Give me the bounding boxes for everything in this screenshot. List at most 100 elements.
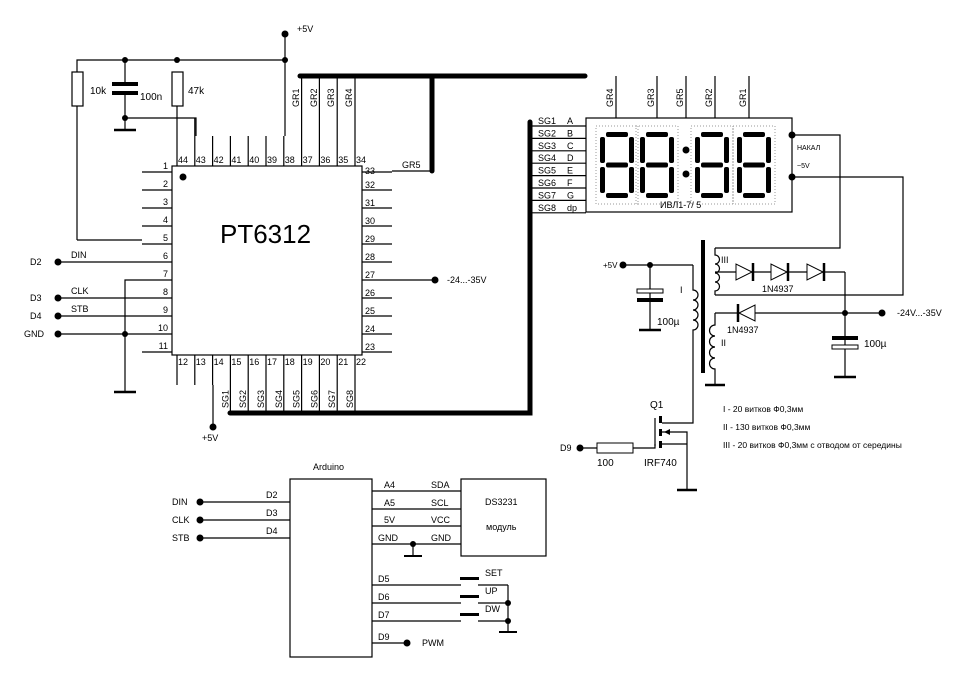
pin-number: 23: [365, 342, 375, 352]
pin-number: 10: [158, 323, 168, 333]
rtc-name: DS3231: [485, 497, 518, 507]
svg-text:D6: D6: [378, 592, 390, 602]
pin-number: 5: [163, 233, 168, 243]
chip-left-nets: [54, 258, 142, 394]
seg-label: SG6: [309, 390, 319, 408]
segment-row-sg: SG6: [538, 178, 556, 188]
pin-number: 13: [196, 357, 206, 367]
seg-label: SG2: [238, 390, 248, 408]
transformer: [662, 240, 725, 424]
pin-number: 38: [285, 155, 295, 165]
svg-text:A5: A5: [384, 498, 395, 508]
diode-label: 1N4937: [762, 284, 794, 294]
grid-label: GR2: [704, 88, 714, 107]
digit-segment: [646, 132, 668, 137]
gr5-label: GR5: [402, 160, 421, 170]
winding-I-label: I: [680, 285, 683, 295]
pin-number: 32: [365, 180, 375, 190]
pin-number: 9: [163, 305, 168, 315]
pin-number: 25: [365, 306, 375, 316]
pin-number: 35: [338, 155, 348, 165]
svg-text:VCC: VCC: [431, 515, 451, 525]
pin-number: 34: [356, 155, 366, 165]
q1-part: IRF740: [644, 458, 677, 469]
vneg-label: -24...-35V: [447, 275, 487, 285]
pin-number: 6: [163, 251, 168, 261]
digit-segment: [743, 162, 765, 168]
segment-row-letter: B: [567, 128, 573, 138]
arduino-title: Arduino: [313, 462, 344, 472]
r2-label: 47k: [188, 86, 205, 97]
seg-label: SG7: [327, 390, 337, 408]
segment-row-letter: F: [567, 178, 573, 188]
digit-segment: [606, 132, 628, 137]
segment-row-sg: SG4: [538, 153, 556, 163]
input-capacitor: [619, 261, 693, 332]
pin-number: 41: [231, 155, 241, 165]
port-gnd: GND: [24, 329, 45, 339]
pin-number: 26: [365, 288, 375, 298]
svg-text:DIN: DIN: [172, 497, 188, 507]
digit-segment: [646, 193, 668, 198]
svg-text:STB: STB: [172, 533, 190, 543]
chip-grid-labels: GR1 GR2 GR3 GR4: [291, 88, 354, 107]
digit-segment: [701, 132, 723, 137]
pin-number: 29: [365, 234, 375, 244]
grid-label: GR5: [675, 88, 685, 107]
arduino-board: [289, 478, 373, 658]
vcc-bottom-label: +5V: [202, 433, 218, 443]
pin-number: 15: [231, 357, 241, 367]
display-digits: [595, 125, 776, 205]
seg-label: SG5: [292, 390, 302, 408]
digit-segment: [724, 137, 729, 163]
svg-text:D3: D3: [266, 508, 278, 518]
pin-number: 20: [320, 357, 330, 367]
winding-III-label: III: [721, 255, 729, 265]
digit-cell: [732, 125, 776, 205]
digit-segment: [606, 162, 628, 168]
pin-number: 39: [267, 155, 277, 165]
segment-row-sg: SG2: [538, 128, 556, 138]
svg-text:GR1: GR1: [291, 88, 301, 107]
digit-segment: [695, 167, 700, 193]
display-name: ИВЛ1-7/ 5: [660, 200, 701, 210]
segment-row-letter: G: [567, 190, 574, 200]
digit-segment: [669, 167, 674, 193]
colon-dot: [682, 170, 690, 178]
pin-number: 8: [163, 287, 168, 297]
digit-segment: [724, 167, 729, 193]
svg-text:SET: SET: [485, 568, 503, 578]
pin-number: 42: [214, 155, 224, 165]
svg-text:PWM: PWM: [422, 638, 444, 648]
diode2-label: 1N4937: [727, 325, 759, 335]
segment-row-sg: SG7: [538, 190, 556, 200]
svg-text:GR2: GR2: [309, 88, 319, 107]
svg-text:D4: D4: [266, 526, 278, 536]
pin-number: 12: [178, 357, 188, 367]
pin-number: 30: [365, 216, 375, 226]
segment-row-letter: dp: [567, 203, 577, 213]
vcc-top-label: +5V: [297, 24, 313, 34]
segment-row-letter: A: [567, 116, 573, 126]
pin-number: 33: [365, 166, 375, 176]
digit-cell: [595, 125, 639, 205]
rtc-sub: модуль: [486, 522, 517, 532]
digit-segment: [600, 167, 605, 193]
pin1-marker: [179, 173, 187, 181]
digit-segment: [600, 137, 605, 163]
port-d2: D2: [30, 257, 42, 267]
pin-number: 18: [285, 357, 295, 367]
port-d3: D3: [30, 293, 42, 303]
segment-row-letter: D: [567, 153, 574, 163]
rectifier-diodes: [715, 263, 886, 379]
grid-label: GR3: [646, 88, 656, 107]
digit-segment: [695, 137, 700, 163]
pin-number: 21: [338, 357, 348, 367]
note-1: I - 20 витков Ф0,3мм: [723, 404, 803, 414]
pin-number: 2: [163, 179, 168, 189]
segment-row-sg: SG3: [538, 141, 556, 151]
pin-number: 22: [356, 357, 366, 367]
